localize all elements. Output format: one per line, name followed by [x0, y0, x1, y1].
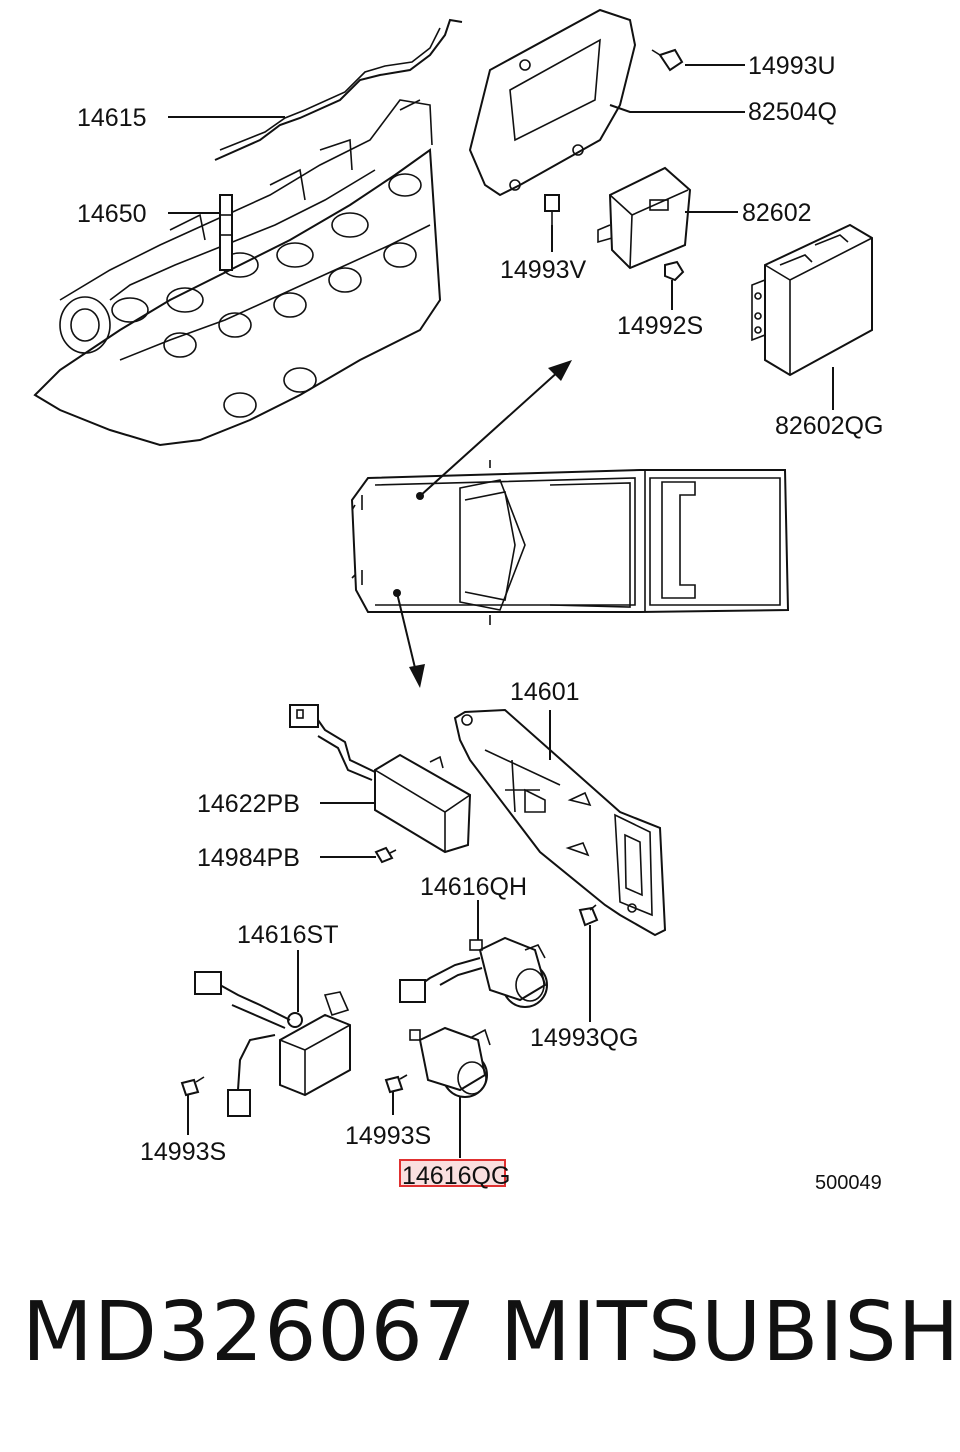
label-14615: 14615 [77, 104, 147, 132]
label-14616qh: 14616QH [420, 873, 527, 901]
bolt-14993s-left-drawing [180, 1076, 205, 1097]
label-82602qg: 82602QG [775, 412, 883, 440]
bolt-14993s-mid-drawing [384, 1074, 408, 1094]
bracket-82504q-drawing [468, 8, 637, 197]
leader-lines [168, 64, 834, 1158]
label-14984pb: 14984PB [197, 844, 300, 872]
label-14616qg: 14616QG [402, 1162, 510, 1190]
vehicle-top-view-drawing [350, 460, 790, 625]
footer: MD326067 MITSUBISHI [0, 1285, 960, 1405]
control-unit-82602qg-drawing [751, 223, 873, 377]
highlight-box [399, 1159, 506, 1187]
brand-name: MITSUBISHI [500, 1285, 960, 1380]
label-14992s: 14992S [617, 312, 703, 340]
relay-82602-drawing [597, 166, 692, 270]
nut-14992s-drawing [664, 260, 685, 282]
relay-14616qg-drawing [409, 1026, 491, 1098]
label-14601: 14601 [510, 678, 580, 706]
bolt-14993u-drawing [651, 48, 684, 72]
parts-diagram: 14615 14650 14993U 82504Q 82602 14993V 1… [33, 8, 883, 1194]
relay-14622pb-drawing [289, 704, 472, 854]
label-82504q: 82504Q [748, 98, 837, 126]
label-14650: 14650 [77, 200, 147, 228]
label-82602: 82602 [742, 199, 812, 227]
part-number: MD326067 [22, 1285, 477, 1380]
screw-14984pb-drawing [374, 846, 397, 864]
label-14993qg: 14993QG [530, 1024, 638, 1052]
bolt-14993qg-drawing [578, 904, 599, 927]
location-arrows [396, 360, 572, 688]
label-14993u: 14993U [748, 52, 836, 80]
label-14993s-left: 14993S [140, 1138, 226, 1166]
diagram-reference-number: 500049 [815, 1172, 882, 1194]
relay-14616qh-drawing [399, 936, 548, 1008]
cylinder-head-drawing [33, 18, 463, 447]
label-14616st: 14616ST [237, 921, 338, 949]
bracket-14601-drawing [453, 708, 667, 937]
relay-14616st-drawing [194, 971, 351, 1117]
bolt-14993v-drawing [544, 194, 560, 225]
label-14993v: 14993V [500, 256, 587, 284]
label-14993s-mid: 14993S [345, 1122, 431, 1150]
label-14622pb: 14622PB [197, 790, 300, 818]
